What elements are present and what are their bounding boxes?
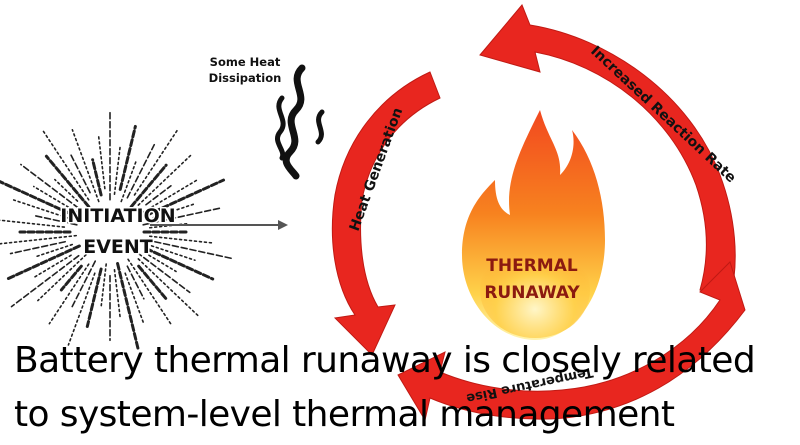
- initiation-arrow: [150, 220, 288, 230]
- burst-ray: [141, 241, 196, 262]
- flame-icon: [462, 110, 605, 340]
- burst-ray: [133, 129, 178, 196]
- caption-line-2: to system-level thermal management: [14, 394, 675, 435]
- burst-ray: [154, 240, 234, 260]
- burst-ray: [48, 263, 90, 325]
- burst-ray: [152, 202, 196, 219]
- burst-ray: [70, 260, 97, 310]
- cycle-arrows: [331, 4, 746, 422]
- burst-ray: [10, 254, 80, 308]
- burst-ray: [20, 163, 80, 210]
- burst-ray: [85, 267, 103, 328]
- burst-ray: [5, 244, 81, 281]
- heat-generation-arrow: [331, 71, 441, 356]
- burst-ray: [118, 124, 137, 191]
- heat-note-line-2: Dissipation: [209, 71, 282, 85]
- burst-ray: [71, 128, 100, 203]
- burst-ray: [42, 129, 90, 201]
- burst-ray: [113, 146, 121, 196]
- burst-ray: [44, 154, 91, 209]
- burst-ray: [144, 178, 226, 218]
- burst-ray: [124, 272, 145, 325]
- initiation-starburst-icon: [0, 111, 234, 351]
- burst-ray: [9, 240, 66, 255]
- burst-ray: [32, 185, 83, 216]
- burst-ray: [148, 235, 213, 244]
- burst-ray: [142, 207, 222, 226]
- burst-ray: [135, 251, 191, 294]
- initiation-label: INITIATION EVENT: [59, 204, 177, 260]
- burst-ray: [0, 180, 71, 215]
- burst-ray: [145, 184, 172, 206]
- burst-ray: [120, 161, 137, 203]
- burst-ray: [91, 158, 103, 197]
- burst-ray: [0, 234, 78, 245]
- burst-ray: [0, 219, 66, 228]
- burst-ray: [33, 214, 78, 226]
- increased-reaction-rate-label: Increased Reaction Rate: [587, 43, 739, 186]
- burst-ray: [59, 264, 83, 292]
- heat-wisps-icon: [275, 64, 325, 180]
- burst-ray: [126, 265, 145, 300]
- heat-note-line-1: Some Heat: [210, 55, 281, 69]
- burst-ray: [144, 246, 215, 281]
- burst-ray: [129, 163, 168, 209]
- temperature-rise-arrow: [397, 261, 746, 422]
- thermal-runaway-label: THERMAL RUNAWAY: [484, 256, 580, 303]
- burst-ray: [12, 199, 74, 221]
- burst-ray: [100, 263, 107, 307]
- burst-ray: [137, 179, 198, 216]
- initiation-line-1: INITIATION: [60, 205, 175, 227]
- burst-ray: [127, 258, 172, 325]
- burst-ray: [137, 154, 192, 206]
- caption-line-1: Battery thermal runaway is closely relat…: [14, 340, 756, 381]
- burst-ray: [37, 254, 87, 302]
- burst-ray: [148, 254, 177, 273]
- heat-dissipation-label: Some Heat Dissipation: [209, 55, 282, 85]
- burst-ray: [137, 258, 200, 318]
- burst-ray: [97, 134, 106, 190]
- burst-ray: [113, 268, 121, 318]
- burst-ray: [70, 154, 91, 194]
- burst-ray: [67, 272, 96, 346]
- center-line-1: THERMAL: [486, 256, 578, 276]
- burst-ray: [116, 261, 140, 351]
- burst-ray: [137, 264, 168, 301]
- burst-ray: [32, 254, 72, 279]
- burst-ray: [35, 243, 74, 258]
- center-line-2: RUNAWAY: [484, 283, 580, 303]
- initiation-line-2: EVENT: [83, 236, 153, 258]
- burst-ray: [126, 143, 156, 199]
- burst-ray: [54, 178, 79, 202]
